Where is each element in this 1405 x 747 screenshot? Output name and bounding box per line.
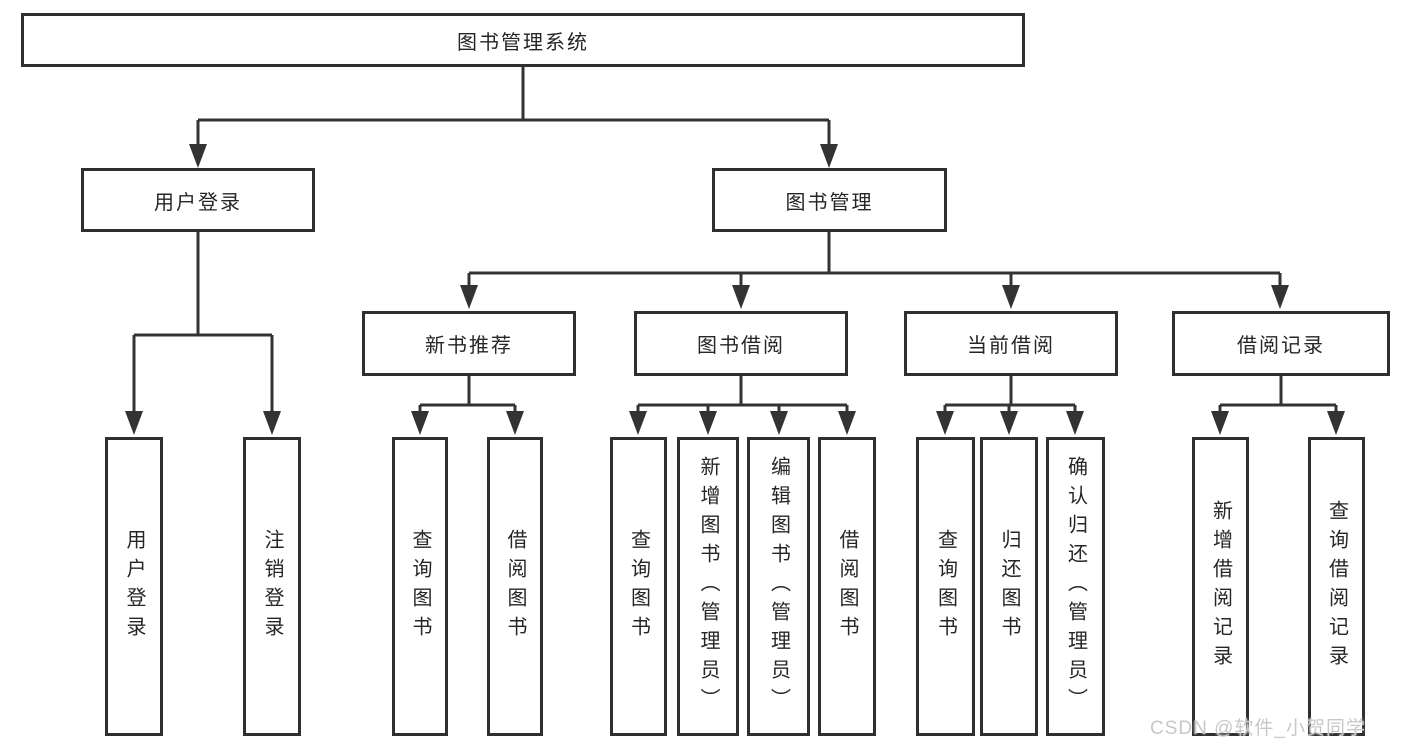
csdn-watermark: CSDN @软件_小贺同学: [1150, 718, 1366, 739]
leaf-logout-label: 注销登录: [261, 528, 283, 645]
leaf-borrow-books-1: 借阅图书: [487, 437, 543, 736]
node-root: 图书管理系统: [21, 13, 1025, 67]
leaf-return-book: 归还图书: [980, 437, 1038, 736]
node-current-borrow: 当前借阅: [904, 311, 1118, 376]
node-new-book-recommend-label: 新书推荐: [425, 335, 513, 357]
leaf-query-borrow-record: 查询借阅记录: [1308, 437, 1365, 736]
node-book-management-label: 图书管理: [785, 191, 874, 214]
leaf-add-borrow-record: 新增借阅记录: [1192, 437, 1249, 736]
node-new-book-recommend: 新书推荐: [362, 311, 576, 376]
leaf-borrow-books-2: 借阅图书: [818, 437, 876, 736]
node-root-label: 图书管理系统: [457, 31, 589, 54]
leaf-query-books-2: 查询图书: [610, 437, 667, 736]
node-borrow-records-label: 借阅记录: [1237, 335, 1325, 357]
leaf-query-books-3: 查询图书: [916, 437, 975, 736]
leaf-edit-book-admin-label: 编辑图书（管理员）: [767, 456, 790, 717]
leaf-add-book-admin-label: 新增图书（管理员）: [697, 456, 719, 717]
leaf-confirm-return-admin-label: 确认归还（管理员）: [1064, 456, 1087, 717]
node-book-management: 图书管理: [712, 168, 947, 232]
leaf-edit-book-admin: 编辑图书（管理员）: [747, 437, 810, 736]
node-user-login: 用户登录: [81, 168, 315, 232]
leaf-user-login: 用户登录: [105, 437, 163, 736]
node-current-borrow-label: 当前借阅: [967, 335, 1055, 357]
leaf-query-books-1: 查询图书: [392, 437, 448, 736]
leaf-borrow-books-1-label: 借阅图书: [504, 528, 526, 645]
leaf-query-books-3-label: 查询图书: [934, 528, 957, 645]
leaf-query-books-1-label: 查询图书: [409, 528, 431, 645]
leaf-borrow-books-2-label: 借阅图书: [836, 528, 858, 645]
node-user-login-label: 用户登录: [154, 191, 242, 214]
node-book-borrow: 图书借阅: [634, 311, 848, 376]
leaf-logout: 注销登录: [243, 437, 301, 736]
node-borrow-records: 借阅记录: [1172, 311, 1390, 376]
leaf-add-borrow-record-label: 新增借阅记录: [1209, 499, 1232, 674]
node-book-borrow-label: 图书借阅: [697, 335, 785, 357]
leaf-user-login-label: 用户登录: [123, 528, 145, 645]
leaf-query-books-2-label: 查询图书: [627, 528, 650, 645]
leaf-return-book-label: 归还图书: [998, 528, 1020, 645]
leaf-query-borrow-record-label: 查询借阅记录: [1325, 499, 1348, 674]
leaf-add-book-admin: 新增图书（管理员）: [677, 437, 739, 736]
arrowheads: [125, 144, 1345, 435]
leaf-confirm-return-admin: 确认归还（管理员）: [1046, 437, 1105, 736]
